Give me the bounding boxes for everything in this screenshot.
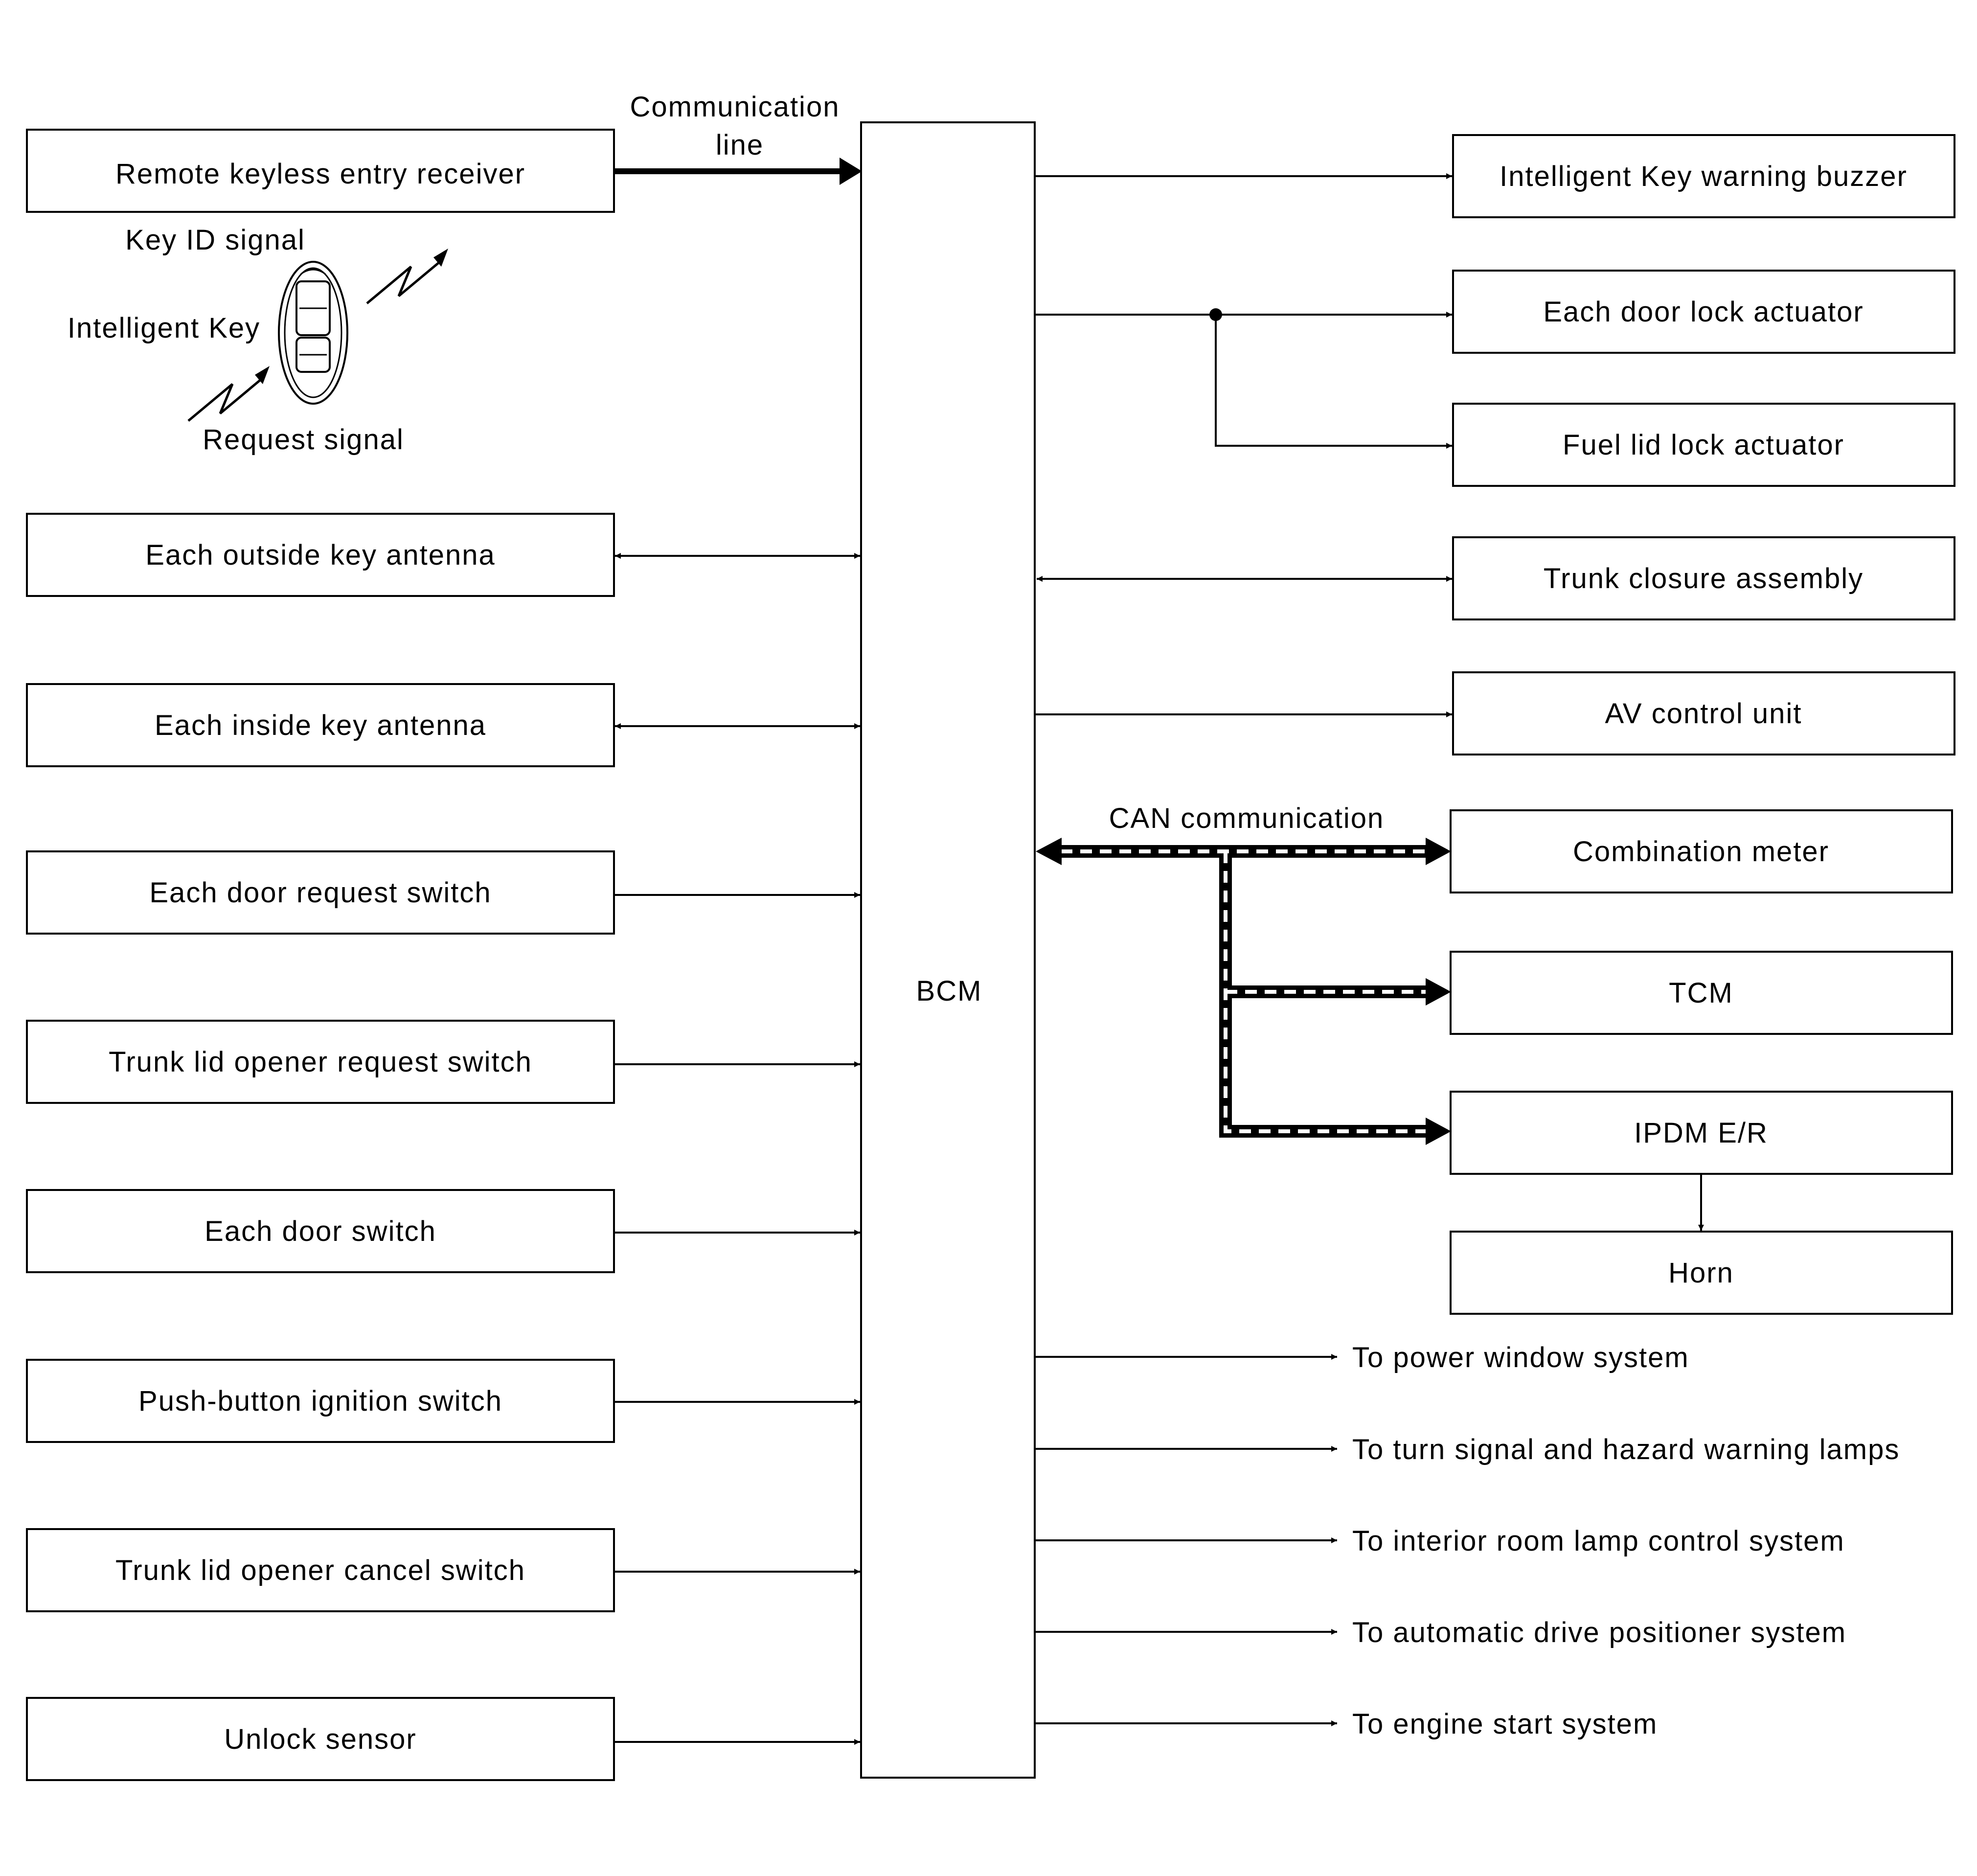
remote-keyless-entry-receiver-box (26, 129, 615, 213)
door-switch-box (26, 1189, 615, 1273)
bcm-label: BCM (916, 975, 982, 1007)
drive-positioner-label: To automatic drive positioner system (1352, 1617, 1846, 1648)
communication-line-label-2: line (716, 129, 764, 161)
trunk-opener-cancel-switch-label: Trunk lid opener cancel switch (115, 1555, 525, 1586)
trunk-closure-assembly-box (1452, 536, 1955, 620)
combination-meter-box (1450, 809, 1953, 893)
push-button-ignition-switch-box (26, 1359, 615, 1443)
warning-buzzer-label: Intelligent Key warning buzzer (1500, 160, 1908, 192)
tcm-box (1450, 951, 1953, 1035)
bcm-box (860, 121, 1036, 1779)
av-control-unit-label: AV control unit (1605, 698, 1802, 730)
key-id-signal-label: Key ID signal (125, 224, 305, 256)
combination-meter-label: Combination meter (1573, 836, 1829, 868)
intelligent-key-label: Intelligent Key (68, 312, 260, 344)
outside-key-antenna-label: Each outside key antenna (145, 539, 495, 571)
fuel-lid-lock-actuator-box (1452, 403, 1955, 487)
request-signal-label: Request signal (203, 424, 404, 456)
unlock-sensor-label: Unlock sensor (224, 1723, 416, 1755)
push-button-ignition-switch-label: Push-button ignition switch (138, 1385, 502, 1417)
fuel-lid-actuator-link (1215, 315, 1452, 449)
tcm-label: TCM (1669, 977, 1733, 1009)
trunk-opener-request-switch-label: Trunk lid opener request switch (109, 1046, 532, 1078)
trunk-opener-request-switch-box (26, 1020, 615, 1104)
remote-keyless-entry-receiver-label: Remote keyless entry receiver (115, 158, 525, 190)
horn-label: Horn (1668, 1257, 1734, 1289)
av-control-unit-box (1452, 671, 1955, 755)
fuel-lid-lock-actuator-label: Fuel lid lock actuator (1563, 429, 1844, 461)
turn-signal-label: To turn signal and hazard warning lamps (1352, 1434, 1900, 1465)
key-id-signal-wave-icon (366, 249, 448, 304)
communication-line-arrowhead (840, 158, 862, 185)
request-signal-wave-icon (187, 366, 270, 422)
horn-box (1450, 1231, 1953, 1315)
communication-line-label-1: Communication (630, 91, 840, 123)
outside-key-antenna-box (26, 513, 615, 597)
door-request-switch-box (26, 850, 615, 935)
door-lock-actuator-box (1452, 270, 1955, 354)
door-request-switch-label: Each door request switch (149, 877, 491, 909)
inside-key-antenna-label: Each inside key antenna (155, 709, 486, 741)
trunk-opener-cancel-switch-box (26, 1528, 615, 1612)
intelligent-key-fob-icon (278, 261, 348, 405)
unlock-sensor-box (26, 1697, 615, 1781)
warning-buzzer-box (1452, 134, 1955, 218)
trunk-closure-assembly-label: Trunk closure assembly (1544, 563, 1863, 595)
can-bus (1036, 838, 1451, 1145)
power-window-label: To power window system (1352, 1342, 1689, 1373)
can-communication-label: CAN communication (1109, 802, 1385, 834)
inside-key-antenna-box (26, 683, 615, 767)
interior-lamp-label: To interior room lamp control system (1352, 1525, 1845, 1557)
ipdm-er-label: IPDM E/R (1634, 1117, 1768, 1149)
door-switch-label: Each door switch (205, 1215, 436, 1247)
engine-start-label: To engine start system (1352, 1708, 1658, 1740)
door-lock-actuator-label: Each door lock actuator (1543, 296, 1863, 328)
